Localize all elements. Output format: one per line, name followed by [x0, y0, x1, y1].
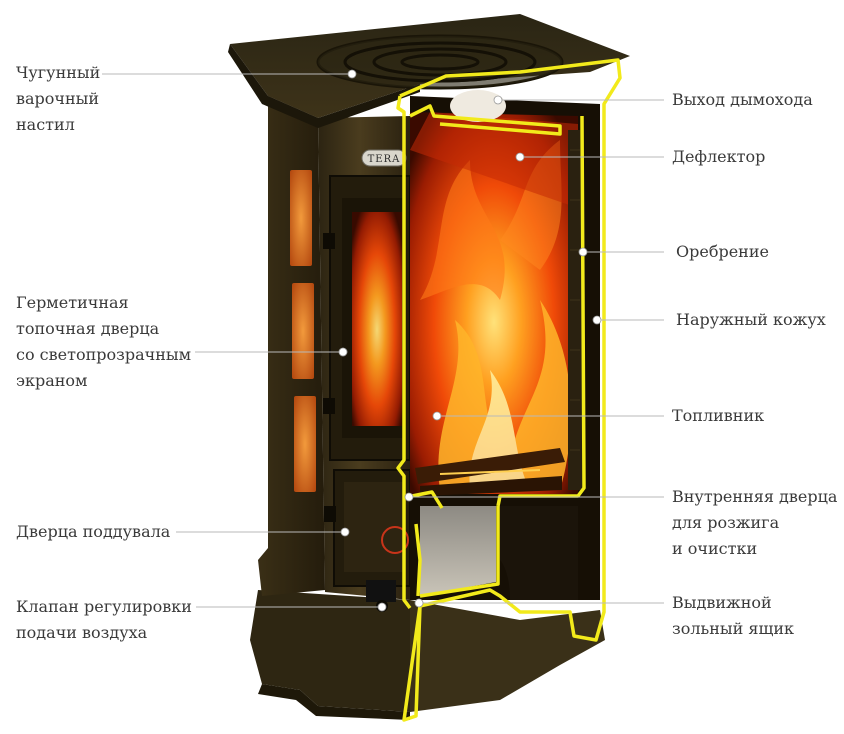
brand-plate-text: TERA [368, 154, 401, 165]
label-deflector: Дефлектор [672, 144, 765, 170]
label-ash-door: Дверца поддувала [16, 519, 170, 545]
label-valve: Клапан регулировки подачи воздуха [16, 594, 192, 646]
cutaway-interior [410, 90, 600, 600]
label-ash-drawer: Выдвижной зольный ящик [672, 590, 794, 642]
label-fins: Оребрение [676, 239, 769, 265]
label-inner-door: Внутренняя дверца для розжига и очистки [672, 484, 837, 562]
label-door-line-1: Герметичная [16, 293, 129, 312]
label-door: Герметичная топочная дверца со светопроз… [16, 290, 191, 394]
heat-fins [568, 130, 582, 490]
label-flue-line-1: Выход дымохода [672, 90, 813, 109]
label-ash-drawer-line-1: Выдвижной [672, 593, 772, 612]
label-door-line-4: экраном [16, 371, 88, 390]
label-cooktop: Чугунный варочный настил [16, 60, 100, 138]
label-firebox-line-1: Топливник [672, 406, 765, 425]
label-door-line-2: топочная дверца [16, 319, 160, 338]
label-door-line-3: со светопрозрачным [16, 345, 192, 364]
label-inner-door-line-1: Внутренняя дверца [672, 487, 838, 506]
label-inner-door-line-3: и очистки [672, 539, 758, 558]
label-cooktop-line-1: Чугунный [16, 63, 101, 82]
ash-drawer [420, 506, 496, 596]
brand-plate: TERA [361, 149, 407, 167]
leader-lines [102, 69, 664, 612]
flue-opening [450, 90, 506, 122]
label-ash-drawer-line-2: зольный ящик [672, 619, 795, 638]
label-casing-line-1: Наружный кожух [676, 310, 826, 329]
ash-door [324, 469, 411, 612]
label-inner-door-line-2: для розжига [672, 513, 780, 532]
side-windows [290, 170, 316, 492]
label-ash-door-line-1: Дверца поддувала [16, 522, 171, 541]
label-firebox: Топливник [672, 403, 764, 429]
section-outline [396, 58, 622, 722]
label-cooktop-line-2: варочный [16, 89, 100, 108]
firebox-door [323, 175, 411, 461]
label-valve-line-1: Клапан регулировки [16, 597, 192, 616]
label-fins-line-1: Оребрение [676, 242, 769, 261]
stove-base [250, 590, 605, 720]
label-cooktop-line-3: настил [16, 115, 75, 134]
fire-logs [415, 448, 565, 496]
label-flue: Выход дымохода [672, 87, 813, 113]
label-casing: Наружный кожух [676, 307, 826, 333]
label-deflector-line-1: Дефлектор [672, 147, 766, 166]
label-valve-line-2: подачи воздуха [16, 623, 148, 642]
